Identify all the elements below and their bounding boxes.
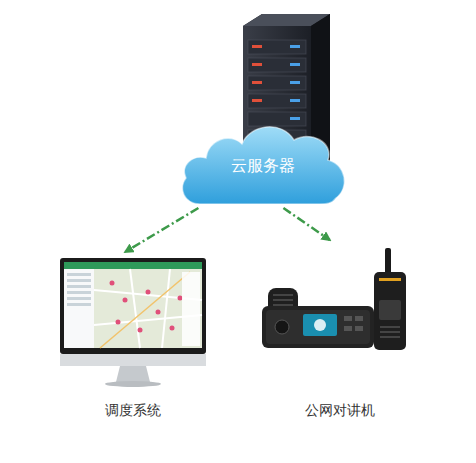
- dashed-arrow: [283, 208, 329, 240]
- device-node: 调度系统: [55, 252, 211, 428]
- node-label: 云服务器: [231, 156, 295, 177]
- node-label: 公网对讲机: [305, 402, 375, 420]
- cloud-node: 云服务器: [178, 116, 348, 208]
- dashed-arrow: [125, 208, 198, 252]
- node-label: 调度系统: [105, 402, 161, 420]
- device-node: 公网对讲机: [255, 240, 425, 428]
